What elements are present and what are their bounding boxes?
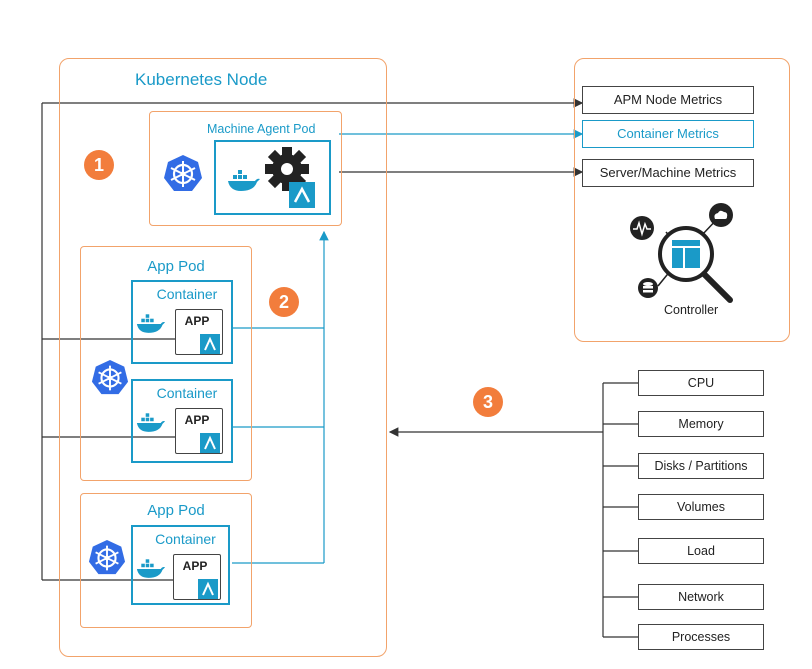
app-card: APP bbox=[173, 554, 221, 600]
docker-icon bbox=[136, 413, 166, 438]
docker-icon bbox=[136, 559, 166, 584]
node-title: Kubernetes Node bbox=[135, 70, 268, 89]
server-machine-metrics-box: Server/Machine Metrics bbox=[582, 159, 754, 187]
resource-cpu: CPU bbox=[638, 370, 764, 396]
container-title: Container bbox=[156, 286, 218, 302]
docker-icon bbox=[227, 170, 261, 197]
app-pod bbox=[80, 246, 252, 481]
machine-agent-pod bbox=[149, 111, 342, 226]
step-badge-2: 2 bbox=[269, 287, 299, 317]
container bbox=[131, 280, 233, 364]
app-label: APP bbox=[184, 314, 210, 328]
appdynamics-icon bbox=[200, 334, 220, 354]
container-title: Container bbox=[156, 385, 218, 401]
machine-agent-box bbox=[214, 140, 331, 215]
app-card: APP bbox=[175, 309, 223, 355]
container-metrics-box: Container Metrics bbox=[582, 120, 754, 148]
kubernetes-icon bbox=[91, 359, 129, 397]
controller-label: Controller bbox=[664, 303, 719, 317]
app-pod-title: App Pod bbox=[147, 258, 205, 275]
app-label: APP bbox=[184, 413, 210, 427]
app-pod-title: App Pod bbox=[147, 502, 205, 519]
container bbox=[131, 525, 230, 605]
resource-memory: Memory bbox=[638, 411, 764, 437]
kubernetes-icon bbox=[88, 539, 126, 577]
step-badge-3: 3 bbox=[473, 387, 503, 417]
docker-icon bbox=[136, 314, 166, 339]
machine-agent-pod-title: Machine Agent Pod bbox=[207, 122, 316, 136]
apm-node-metrics-box: APM Node Metrics bbox=[582, 86, 754, 114]
kubernetes-node bbox=[59, 58, 387, 657]
appdynamics-icon bbox=[198, 579, 218, 599]
controller-panel bbox=[574, 58, 790, 342]
app-label: APP bbox=[182, 559, 208, 573]
step-badge-1: 1 bbox=[84, 150, 114, 180]
appdynamics-icon bbox=[200, 433, 220, 453]
controller-magnifier-icon bbox=[628, 202, 738, 309]
container-title: Container bbox=[155, 531, 216, 547]
resource-load: Load bbox=[638, 538, 764, 564]
resource-network: Network bbox=[638, 584, 764, 610]
resource-volumes: Volumes bbox=[638, 494, 764, 520]
container bbox=[131, 379, 233, 463]
kubernetes-icon bbox=[163, 154, 203, 194]
resource-disks-partitions: Disks / Partitions bbox=[638, 453, 764, 479]
app-pod bbox=[80, 493, 252, 628]
app-card: APP bbox=[175, 408, 223, 454]
resource-processes: Processes bbox=[638, 624, 764, 650]
appdynamics-icon bbox=[289, 182, 315, 208]
